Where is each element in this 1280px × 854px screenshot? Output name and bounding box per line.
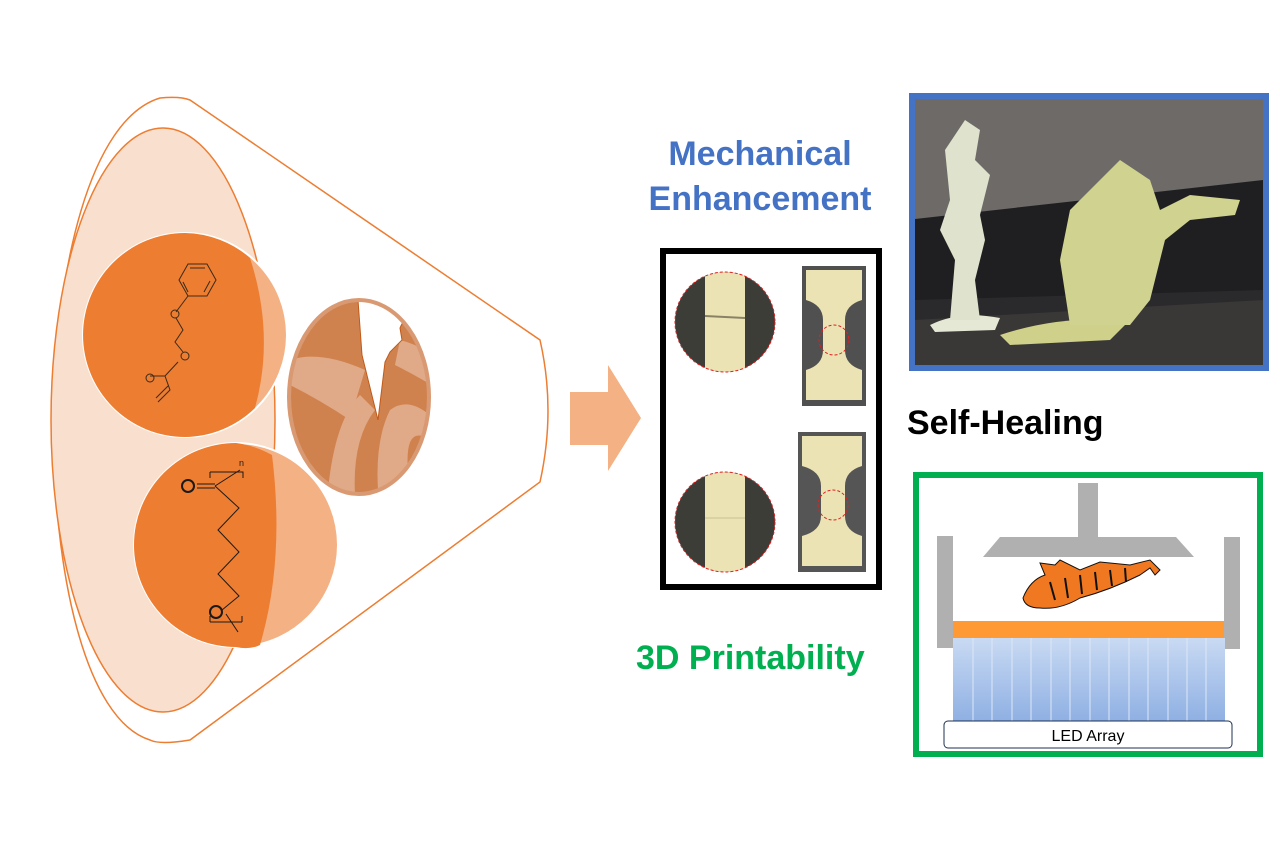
led-array-box xyxy=(943,720,1233,749)
printed-figurines-photo xyxy=(909,93,1269,371)
magnifier-outline xyxy=(53,96,549,744)
phenoxyethyl-acrylate-structure xyxy=(145,263,217,403)
build-platform-rod xyxy=(1078,483,1098,537)
3d-printability-label: 3D Printability xyxy=(636,639,865,677)
resin-layer xyxy=(953,621,1224,638)
vat-wall-left xyxy=(937,536,953,648)
light-projection xyxy=(953,638,1225,721)
specimen-zoom-after xyxy=(675,472,775,572)
led-array-label: LED Array xyxy=(1052,728,1125,745)
build-platform xyxy=(983,537,1194,557)
self-healing-label: Self-Healing xyxy=(907,404,1103,442)
monomer-circle-polycaprolactone: n xyxy=(133,442,339,649)
polycaprolactone-structure xyxy=(181,469,244,633)
crack-illustration xyxy=(287,298,431,496)
right-arrow-icon xyxy=(570,365,641,471)
dogbone-specimen-after xyxy=(798,432,866,572)
dogbone-specimen-before xyxy=(802,266,866,406)
self-healing-specimen-panel xyxy=(660,248,882,590)
mechanical-enhancement-label-line2: Enhancement xyxy=(649,180,872,218)
tiger-print-icon xyxy=(1022,559,1161,609)
monomer-circle-phenoxyethyl-acrylate xyxy=(82,232,288,438)
mechanical-enhancement-label-line1: Mechanical xyxy=(668,135,851,173)
vat-wall-right xyxy=(1224,537,1240,649)
dlp-printer-schematic: LED Array xyxy=(913,472,1263,757)
repeat-unit-subscript: n xyxy=(239,458,244,468)
specimen-zoom-before xyxy=(675,272,775,372)
